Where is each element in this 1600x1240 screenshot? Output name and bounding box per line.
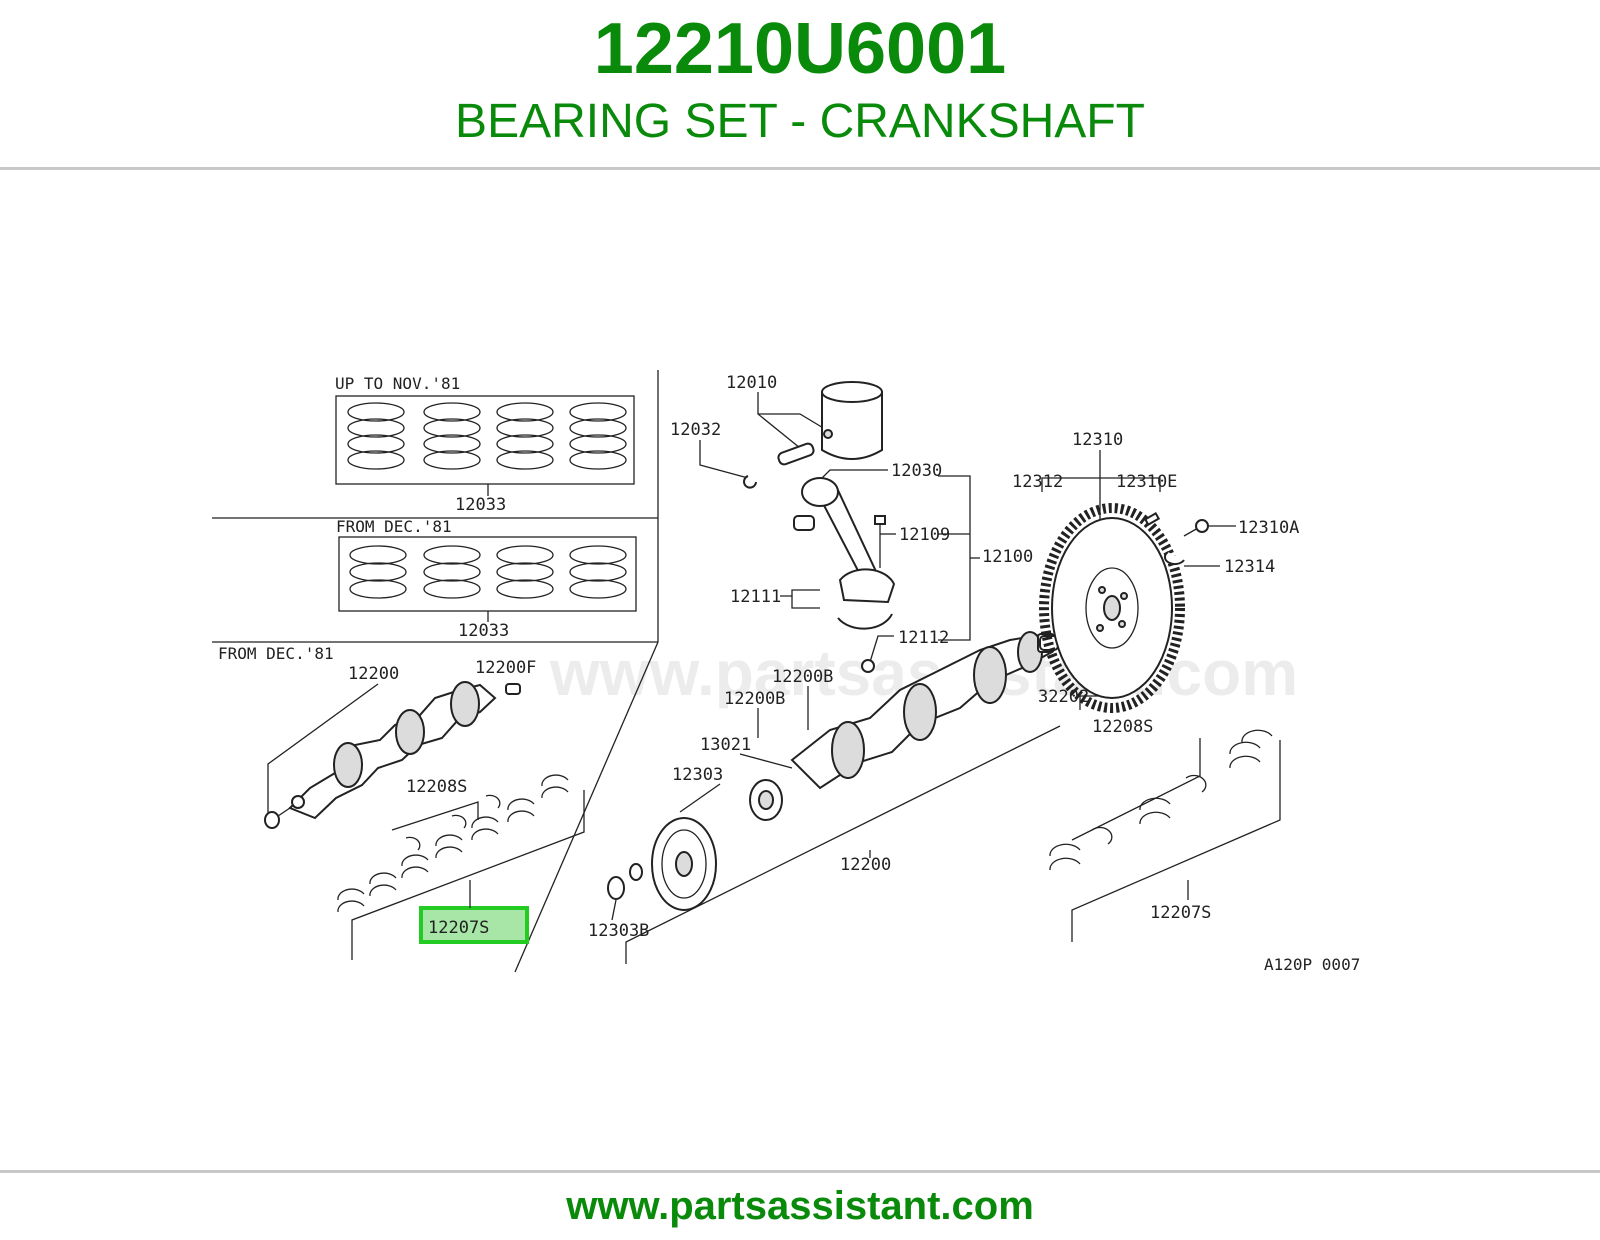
label-12207S-right[interactable]: 12207S xyxy=(1150,903,1211,923)
label-12100[interactable]: 12100 xyxy=(982,547,1033,567)
crank-pulley xyxy=(651,817,717,911)
label-13021[interactable]: 13021 xyxy=(700,735,751,755)
header-divider xyxy=(0,167,1600,170)
footer-divider xyxy=(0,1170,1600,1173)
caption-from-dec-2: FROM DEC.'81 xyxy=(218,644,334,663)
diagram-ref-code: A120P 0007 xyxy=(1264,955,1360,974)
label-12033-b[interactable]: 12033 xyxy=(458,621,509,641)
label-12032[interactable]: 12032 xyxy=(670,420,721,440)
dowel-pin xyxy=(1143,512,1161,526)
pilot-bushing xyxy=(264,811,280,829)
section-divider-diagonal xyxy=(514,641,659,973)
label-12303B[interactable]: 12303B xyxy=(588,921,649,941)
page-header: 12210U6001 BEARING SET - CRANKSHAFT xyxy=(0,0,1600,168)
label-12208S-right[interactable]: 12208S xyxy=(1092,717,1153,737)
label-12111[interactable]: 12111 xyxy=(730,587,781,607)
flywheel-plate xyxy=(1163,551,1185,565)
label-12200[interactable]: 12200 xyxy=(348,664,399,684)
label-12033-a[interactable]: 12033 xyxy=(455,495,506,515)
label-12200-mid[interactable]: 12200 xyxy=(840,855,891,875)
part-number: 12210U6001 xyxy=(593,9,1007,89)
bearing-shells-right xyxy=(1049,729,1273,871)
caption-up-to-nov: UP TO NOV.'81 xyxy=(335,374,460,393)
part-title: BEARING SET - CRANKSHAFT xyxy=(455,95,1145,148)
ring-set-box-1 xyxy=(335,395,635,485)
label-12208S-left[interactable]: 12208S xyxy=(406,777,467,797)
label-12200B-a[interactable]: 12200B xyxy=(772,667,833,687)
bearing-shells-left xyxy=(337,774,569,913)
highlight-box-12207S[interactable] xyxy=(419,906,529,944)
crankshaft-left xyxy=(271,681,521,821)
label-12303[interactable]: 12303 xyxy=(672,765,723,785)
piston-pin xyxy=(777,442,815,466)
label-12200F[interactable]: 12200F xyxy=(475,658,536,678)
parts-diagram-drawing: www.partsassistant.com UP TO NOV.'81 120… xyxy=(212,370,1360,974)
flywheel xyxy=(1039,503,1185,713)
label-32202[interactable]: 32202 xyxy=(1038,687,1089,707)
caption-from-dec-1: FROM DEC.'81 xyxy=(336,517,452,536)
rod-bolt xyxy=(874,515,886,568)
label-12310E[interactable]: 12310E xyxy=(1116,472,1177,492)
rod-nut xyxy=(861,659,875,673)
footer-site-link[interactable]: www.partsassistant.com xyxy=(566,1184,1034,1228)
label-12010[interactable]: 12010 xyxy=(726,373,777,393)
label-12109[interactable]: 12109 xyxy=(899,525,950,545)
flywheel-bolt xyxy=(1183,519,1209,537)
parts-diagram: www.partsassistant.com UP TO NOV.'81 120… xyxy=(180,340,1420,1010)
label-12207S-left[interactable]: 12207S xyxy=(428,918,489,938)
crank-sprocket xyxy=(749,779,783,821)
label-12310A[interactable]: 12310A xyxy=(1238,518,1299,538)
ring-set-box-2 xyxy=(338,536,637,612)
snap-ring xyxy=(743,475,757,489)
label-12314[interactable]: 12314 xyxy=(1224,557,1275,577)
piston-ring-set-1 xyxy=(347,402,627,470)
piston xyxy=(821,381,883,460)
piston-ring-set-2 xyxy=(349,545,627,599)
label-12200B-b[interactable]: 12200B xyxy=(724,689,785,709)
crankshaft-main xyxy=(790,631,1055,790)
connecting-rod xyxy=(793,477,896,630)
label-12312[interactable]: 12312 xyxy=(1012,472,1063,492)
pulley-washer xyxy=(607,863,643,900)
label-12310[interactable]: 12310 xyxy=(1072,430,1123,450)
label-12030[interactable]: 12030 xyxy=(891,461,942,481)
label-12112[interactable]: 12112 xyxy=(898,628,949,648)
